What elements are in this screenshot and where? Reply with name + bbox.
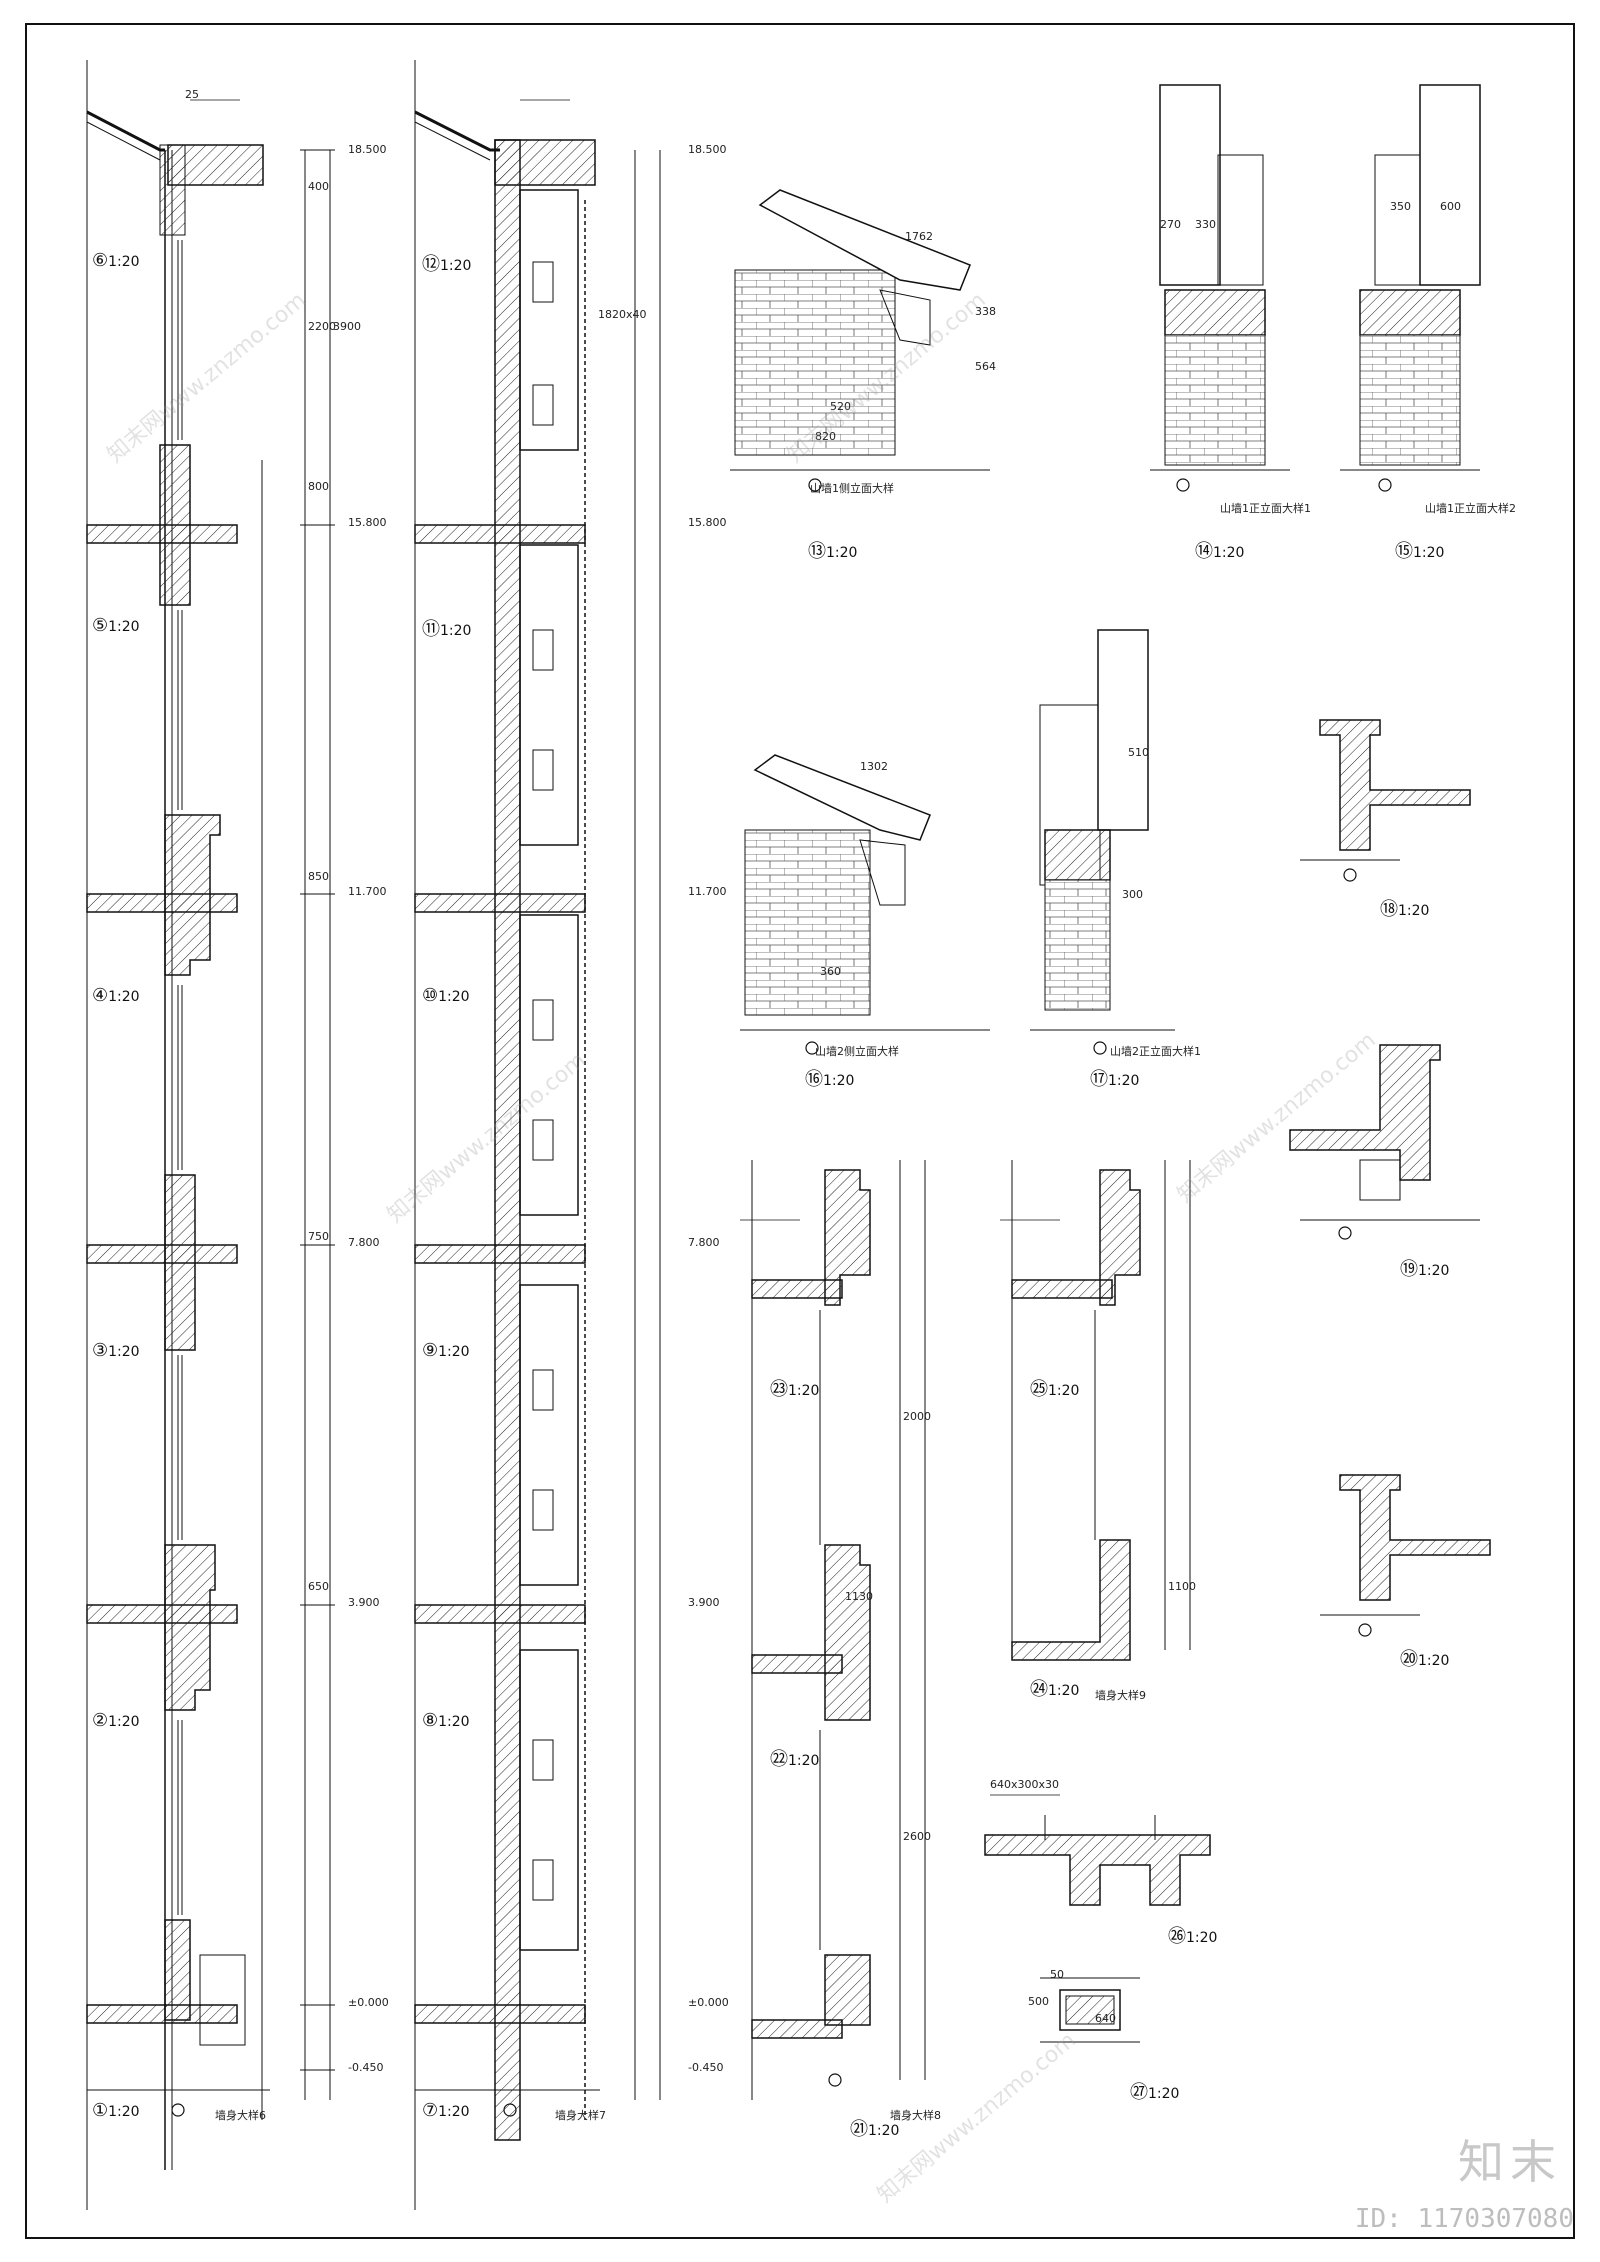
dim-510: 510: [1128, 746, 1149, 759]
dim-2000: 2000: [903, 1410, 931, 1423]
detail-label-11: ⑪1:20: [422, 619, 472, 640]
dim-1302: 1302: [860, 760, 888, 773]
detail-label-25: ㉕1:20: [1030, 1379, 1080, 1400]
detail-label-3: ③1:20: [92, 1340, 140, 1361]
detail-label-18: ⑱1:20: [1380, 899, 1430, 920]
note-leaders: [190, 99, 1060, 1796]
caption-gable1-side: 山墙1侧立面大样: [810, 482, 894, 495]
dim-3900: 3900: [333, 320, 361, 333]
detail-label-24: ㉔1:20: [1030, 1679, 1080, 1700]
dim-50: 50: [1050, 1968, 1064, 1981]
elev-11700: 11.700: [348, 885, 387, 898]
detail-label-20: ⑳1:20: [1400, 1649, 1450, 1670]
id-text: ID: 1170307080: [1354, 2204, 1574, 2234]
detail-label-10: ⑩1:20: [422, 985, 470, 1006]
caption-gable2-front1: 山墙2正立面大样1: [1110, 1045, 1201, 1058]
elev7-18500: 18.500: [688, 143, 727, 156]
dim-2200: 2200: [308, 320, 336, 333]
detail-label-23: ㉓1:20: [770, 1379, 820, 1400]
dim-1762: 1762: [905, 230, 933, 243]
dim-650: 650: [308, 1580, 329, 1593]
detail-label-1: ①1:20: [92, 2100, 140, 2121]
dim-600: 600: [1440, 200, 1461, 213]
detail-label-2: ②1:20: [92, 1710, 140, 1731]
caption-wall8: 墙身大样8: [890, 2109, 941, 2122]
elev-0000: ±0.000: [348, 1996, 389, 2009]
dim-750: 750: [308, 1230, 329, 1243]
dim-270: 270: [1160, 218, 1181, 231]
elev7-0000: ±0.000: [688, 1996, 729, 2009]
detail-label-6: ⑥1:20: [92, 250, 140, 271]
detail-label-27: ㉗1:20: [1130, 2082, 1180, 2103]
caption-wall6: 墙身大样6: [215, 2109, 266, 2122]
detail-label-5: ⑤1:20: [92, 615, 140, 636]
elev7-11700: 11.700: [688, 885, 727, 898]
detail-label-8: ⑧1:20: [422, 1710, 470, 1731]
sheet-border: [25, 23, 1575, 2239]
note-640x300x30: 640x300x30: [990, 1778, 1060, 1791]
elev7-15800: 15.800: [688, 516, 727, 529]
detail-label-15: ⑮1:20: [1395, 541, 1445, 562]
caption-gable1-front1: 山墙1正立面大样1: [1220, 502, 1311, 515]
wall-section-7: [414, 60, 661, 2210]
elev-15800: 15.800: [348, 516, 387, 529]
elev7-m0450: -0.450: [688, 2061, 724, 2074]
dim-1100: 1100: [1168, 1580, 1196, 1593]
parapet-details: [1289, 719, 1491, 1637]
elev-18500: 18.500: [348, 143, 387, 156]
dim-400: 400: [308, 180, 329, 193]
detail-label-26: ㉖1:20: [1168, 1926, 1218, 1947]
detail-label-13: ⑬1:20: [808, 541, 858, 562]
detail-label-4: ④1:20: [92, 985, 140, 1006]
elev-7800: 7.800: [348, 1236, 380, 1249]
dim-360: 360: [820, 965, 841, 978]
detail-26-27: [984, 1815, 1211, 2043]
dim-2600: 2600: [903, 1830, 931, 1843]
detail-label-7: ⑦1:20: [422, 2100, 470, 2121]
wall-section-6: [86, 60, 335, 2210]
dim-500: 500: [1028, 1995, 1049, 2008]
dim-300: 300: [1122, 888, 1143, 901]
detail-label-12: ⑫1:20: [422, 254, 472, 275]
detail-label-19: ⑲1:20: [1400, 1259, 1450, 1280]
dim-564: 564: [975, 360, 996, 373]
caption-wall7: 墙身大样7: [555, 2109, 606, 2122]
dim-820: 820: [815, 430, 836, 443]
dim-330: 330: [1195, 218, 1216, 231]
dim-850: 850: [308, 870, 329, 883]
note-1820x40: 1820x40: [598, 308, 647, 321]
dim-350: 350: [1390, 200, 1411, 213]
caption-gable1-front2: 山墙1正立面大样2: [1425, 502, 1516, 515]
elev7-3900: 3.900: [688, 1596, 720, 1609]
detail-label-17: ⑰1:20: [1090, 1069, 1140, 1090]
caption-wall9: 墙身大样9: [1095, 1689, 1146, 1702]
dim-520: 520: [830, 400, 851, 413]
caption-gable2-side: 山墙2侧立面大样: [815, 1045, 899, 1058]
detail-label-22: ㉒1:20: [770, 1749, 820, 1770]
detail-label-21: ㉑1:20: [850, 2119, 900, 2140]
dim-800: 800: [308, 480, 329, 493]
elev7-7800: 7.800: [688, 1236, 720, 1249]
detail-label-9: ⑨1:20: [422, 1340, 470, 1361]
detail-label-16: ⑯1:20: [805, 1069, 855, 1090]
elev-m0450: -0.450: [348, 2061, 384, 2074]
dim-1130: 1130: [845, 1590, 873, 1603]
gable-details: [730, 84, 1481, 1055]
dim-640: 640: [1095, 2012, 1116, 2025]
note-25: 25: [185, 88, 199, 101]
detail-label-14: ⑭1:20: [1195, 541, 1245, 562]
wall-section-8-9: [751, 1160, 1191, 2100]
brand-logo-text: 知末: [1458, 2135, 1562, 2189]
elev-3900: 3.900: [348, 1596, 380, 1609]
dim-338: 338: [975, 305, 996, 318]
